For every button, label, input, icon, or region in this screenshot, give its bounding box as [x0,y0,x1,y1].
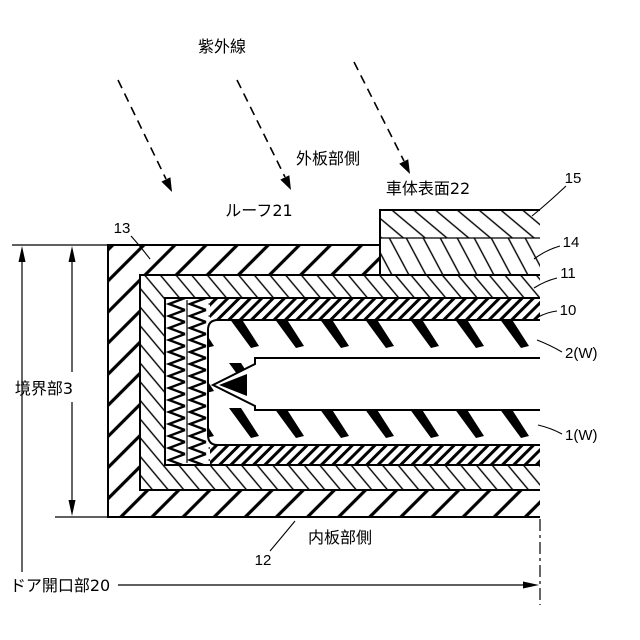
boundary-portion-label: 境界部3 [15,379,73,398]
ref-numeral-15: 15 [565,170,582,187]
door-opening-label: ドア開口部20 [10,576,110,595]
leader-10 [538,311,557,317]
ref-numeral-10: 10 [560,302,577,319]
ref-numeral-1w: 1(W) [565,427,598,444]
inner-panel-side-label: 内板部側 [308,528,372,547]
roof-label: ルーフ21 [225,201,292,220]
uv-arrow-1-head [161,177,172,192]
ref-numeral-2w: 2(W) [565,345,598,362]
leader-2w [537,340,562,352]
outer-panel-side-label: 外板部側 [296,149,360,168]
panel-gap [213,358,540,410]
leader-12 [270,521,295,551]
leader-1w [538,425,562,434]
door-opening-arrowhead-right [523,582,539,589]
ref-numeral-12: 12 [255,552,272,569]
boundary-arrowhead-bottom [69,500,76,516]
leader-15 [532,186,566,216]
uv-arrow-2-head [280,175,291,190]
vehicle-body-surface-label: 車体表面22 [386,179,470,198]
ultraviolet-label: 紫外線 [198,37,246,56]
uv-arrow-2-shaft [237,80,285,177]
uv-arrow-1-shaft [118,80,166,179]
layer-15-region [380,210,540,238]
layer-14-region [380,238,540,275]
ref-numeral-13: 13 [114,220,131,237]
uv-arrow-3-head [399,159,410,174]
boundary-arrowhead-top [69,246,76,262]
door-opening-arrowhead-top [19,246,26,262]
ultraviolet-arrows [118,62,410,192]
uv-arrow-3-shaft [354,62,404,161]
ref-numeral-14: 14 [563,234,580,251]
ref-numeral-11: 11 [560,265,576,282]
